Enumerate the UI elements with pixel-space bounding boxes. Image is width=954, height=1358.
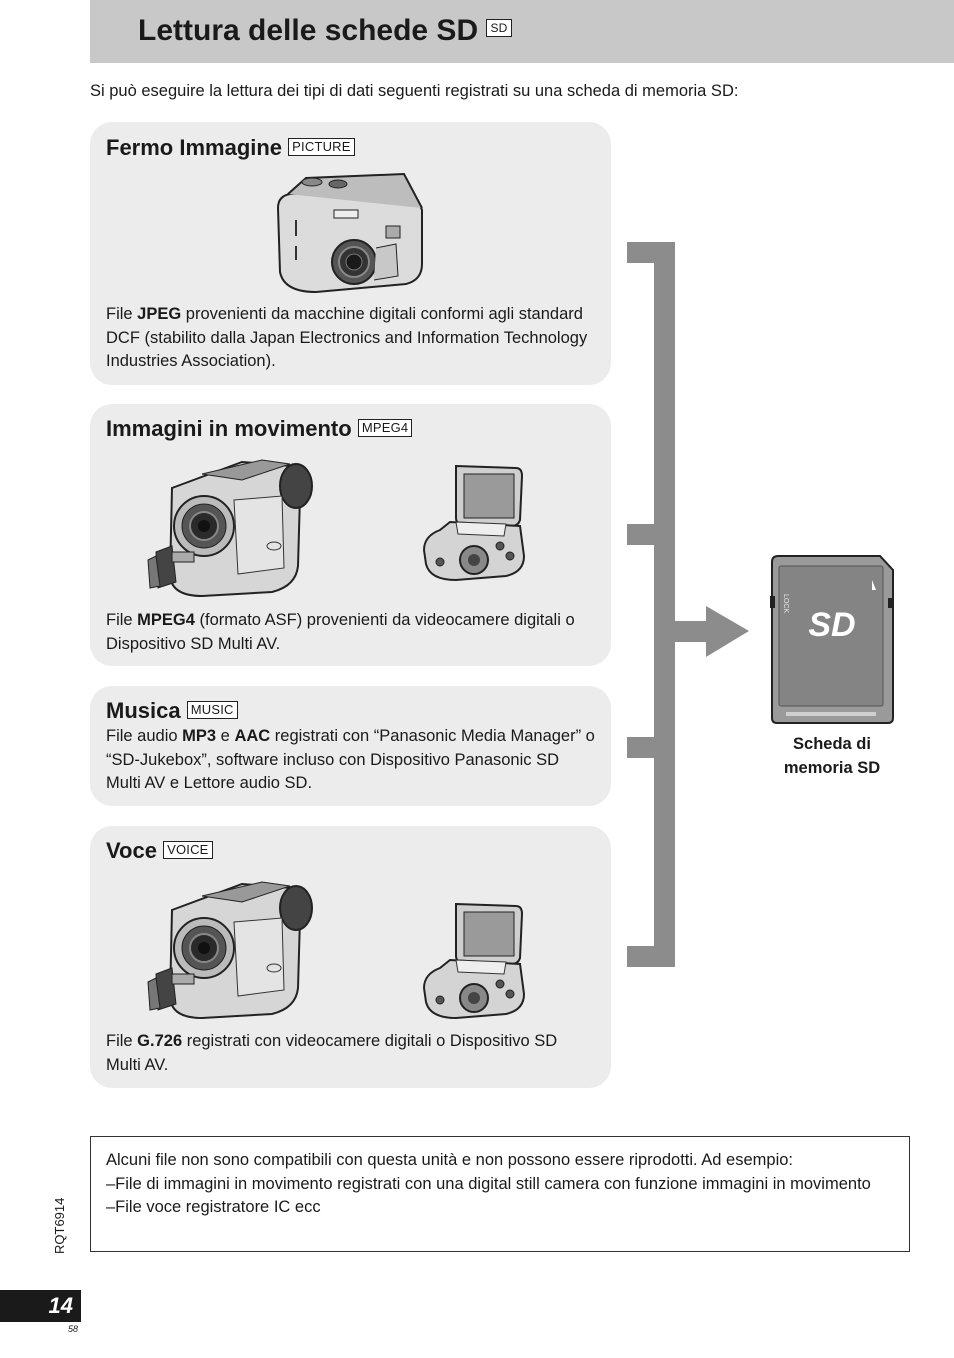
sd-multi-av-device-icon [422, 902, 526, 1020]
card-music: Musica MUSIC File audio MP3 e AAC regist… [90, 686, 611, 806]
page-number: 14 [0, 1290, 81, 1322]
card-title-text: Fermo Immagine [106, 135, 283, 160]
card-voice: Voce VOICE File G.726 registrati con vid… [90, 826, 611, 1088]
card-title: Voce VOICE [106, 837, 213, 865]
text-part: File audio [106, 727, 183, 745]
note-text: Alcuni file non sono compatibili con que… [106, 1149, 896, 1220]
card-title-text: Immagini in movimento [106, 416, 352, 441]
page-title: Lettura delle schede SD SD [138, 13, 512, 49]
card-title-text: Voce [106, 838, 157, 863]
text-part: File [106, 305, 138, 323]
caption-line: Scheda di [793, 735, 871, 753]
picture-tag: PICTURE [288, 138, 355, 157]
text-part: registrati con “Panasonic Media Manager”… [106, 727, 595, 792]
bracket-connector [627, 242, 749, 967]
format-name: G.726 [137, 1032, 183, 1050]
card-picture: Fermo Immagine PICTURE File JPEG proveni… [90, 122, 611, 385]
text-part: e [216, 727, 235, 745]
card-description: File audio MP3 e AAC registrati con “Pan… [106, 725, 596, 796]
format-name: MP3 [182, 727, 217, 745]
text-part: File [106, 1032, 138, 1050]
card-description: File JPEG provenienti da macchine digita… [106, 303, 596, 374]
format-name: AAC [234, 727, 271, 745]
text-part: (formato ASF) provenienti da videocamere… [106, 611, 575, 653]
intro-text: Si può eseguire la lettura dei tipi di d… [90, 82, 739, 100]
note-box: Alcuni file non sono compatibili con que… [90, 1136, 910, 1252]
sd-logo: SD [808, 606, 855, 644]
sd-card-icon: SD LOCK [770, 555, 894, 724]
note-item: –File di immagini in movimento registrat… [106, 1174, 871, 1193]
card-title: Musica MUSIC [106, 697, 238, 725]
camcorder-icon [147, 881, 313, 1020]
page-title-text: Lettura delle schede SD [138, 14, 479, 47]
digital-camera-icon [276, 172, 423, 294]
text-part: provenienti da macchine digitali conform… [106, 305, 588, 370]
sd-lock-label: LOCK [782, 594, 789, 613]
format-name: JPEG [137, 305, 182, 323]
format-name: MPEG4 [137, 611, 195, 629]
note-line: Alcuni file non sono compatibili con que… [106, 1151, 794, 1169]
document-code: RQT6914 [52, 1197, 67, 1254]
sub-page-number: 58 [68, 1324, 79, 1334]
card-mpeg4: Immagini in movimento MPEG4 File MPEG4 (… [90, 404, 611, 666]
text-part: registrati con videocamere digitali o Di… [106, 1032, 558, 1074]
sd-tag: SD [486, 19, 512, 38]
card-title-text: Musica [106, 698, 181, 723]
card-title: Immagini in movimento MPEG4 [106, 415, 413, 443]
caption-line: memoria SD [783, 758, 881, 777]
connector-diagram: SD LOCK [627, 242, 894, 967]
mpeg4-tag: MPEG4 [357, 419, 413, 438]
camcorder-icon [147, 459, 313, 598]
card-description: File MPEG4 (formato ASF) provenienti da … [106, 609, 596, 656]
sd-multi-av-device-icon [422, 464, 526, 582]
card-title: Fermo Immagine PICTURE [106, 134, 355, 162]
sd-card-caption: Scheda di memoria SD [770, 733, 894, 780]
music-tag: MUSIC [186, 701, 238, 720]
note-item: –File voce registratore IC ecc [106, 1198, 321, 1216]
text-part: File [106, 611, 138, 629]
card-description: File G.726 registrati con videocamere di… [106, 1030, 596, 1077]
title-bar: Lettura delle schede SD SD [90, 0, 954, 63]
voice-tag: VOICE [163, 841, 213, 860]
